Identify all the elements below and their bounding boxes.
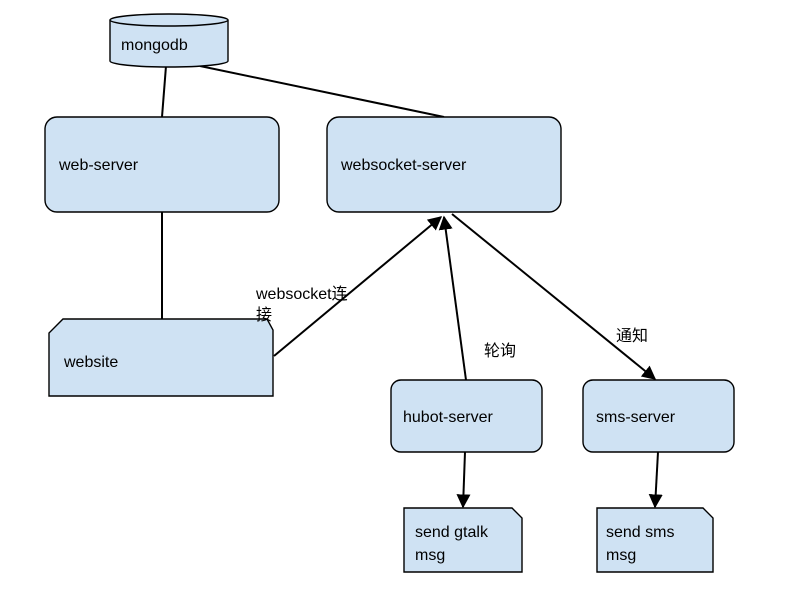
send-sms-label-line2: msg — [606, 547, 636, 564]
edge-hubot-websocket-server — [438, 215, 467, 381]
send-gtalk-label-line2: msg — [415, 547, 445, 564]
edge-hubot-send-gtalk — [456, 451, 471, 509]
website-label: website — [63, 354, 118, 371]
sms-server-node: sms-server — [582, 379, 735, 453]
edge-label-websocket-line1: websocket连 — [255, 285, 348, 303]
edge-label-websocket-line2: 接 — [256, 306, 272, 324]
edge-label-notify: 通知 — [616, 327, 648, 345]
sms-server-label: sms-server — [596, 409, 676, 426]
send-sms-node: send sms msg — [596, 507, 714, 573]
edge-mongodb-websocket-server — [199, 65, 445, 118]
hubot-server-node: hubot-server — [390, 379, 543, 453]
edge-website-websocket-server — [273, 216, 443, 357]
web-server-node: web-server — [44, 116, 280, 213]
send-gtalk-label-line1: send gtalk — [415, 524, 489, 541]
edge-sms-send-sms — [648, 451, 663, 509]
web-server-label: web-server — [58, 157, 139, 174]
hubot-server-label: hubot-server — [403, 409, 493, 426]
mongodb-label: mongodb — [121, 37, 188, 54]
mongodb-node: mongodb — [109, 13, 229, 68]
edge-mongodb-web-server — [161, 65, 167, 118]
send-sms-label-line1: send sms — [606, 524, 674, 541]
edge-websocket-sms-server — [451, 213, 657, 380]
edge-label-polling: 轮询 — [484, 342, 516, 360]
websocket-server-label: websocket-server — [340, 157, 467, 174]
websocket-server-node: websocket-server — [326, 116, 562, 213]
website-node: website — [48, 318, 274, 397]
send-gtalk-node: send gtalk msg — [403, 507, 523, 573]
